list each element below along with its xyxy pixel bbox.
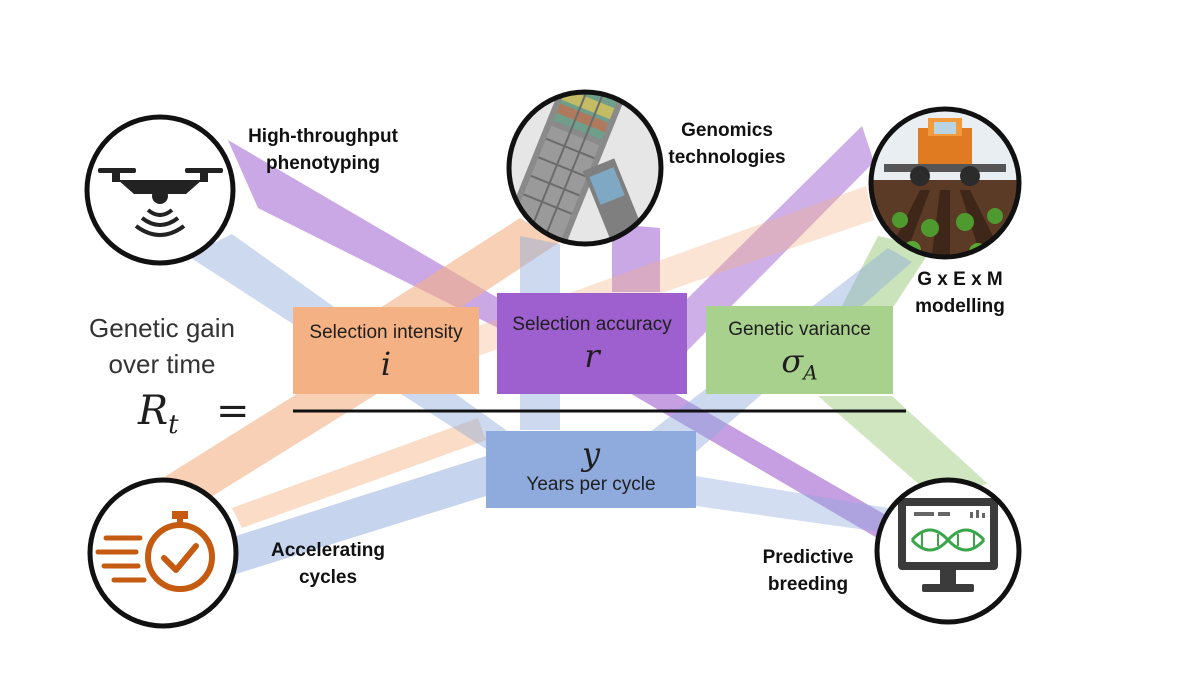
genetic-variance-sigma: σ bbox=[781, 342, 804, 380]
htp-label-line1: High-throughput bbox=[248, 126, 398, 147]
genomics-label: Genomics technologies bbox=[652, 117, 802, 171]
accelerating-label-line1: Accelerating bbox=[270, 540, 386, 561]
predictive-label: Predictive breeding bbox=[748, 544, 868, 598]
gxem-label-line1: G x E x M bbox=[917, 269, 1003, 290]
band-years-predictive bbox=[696, 476, 888, 532]
genomics-label-line2: technologies bbox=[668, 147, 786, 168]
selection-accuracy-label: Selection accuracy bbox=[512, 314, 672, 335]
selection-intensity-label: Selection intensity bbox=[309, 322, 463, 343]
band-accuracy-predictive bbox=[628, 392, 898, 542]
genetic-variance-subscript: A bbox=[803, 360, 818, 385]
drone-icon bbox=[84, 114, 236, 266]
predictive-label-line2: breeding bbox=[767, 574, 849, 595]
selection-accuracy-box: Selection accuracy r bbox=[497, 293, 687, 394]
years-per-cycle-label: Years per cycle bbox=[526, 474, 656, 495]
band-accel-years bbox=[236, 456, 486, 574]
genetic-variance-label: Genetic variance bbox=[728, 319, 871, 340]
band-gxem-variance bbox=[842, 236, 932, 306]
htp-label-line2: phenotyping bbox=[266, 153, 380, 174]
band-accuracy-gxem bbox=[686, 126, 874, 352]
selection-accuracy-symbol: r bbox=[584, 337, 600, 375]
gxem-label: G x E x M modelling bbox=[900, 266, 1020, 320]
selection-intensity-box: Selection intensity i bbox=[293, 307, 479, 394]
genetic-gain-line2: over time bbox=[108, 349, 216, 379]
genetic-gain-line1: Genetic gain bbox=[89, 313, 235, 343]
genetic-variance-box: Genetic variance σA bbox=[706, 306, 893, 394]
formula-equals: = bbox=[216, 388, 250, 434]
years-per-cycle-symbol: y bbox=[581, 435, 601, 473]
formula-lhs-subscript: t bbox=[168, 410, 179, 440]
accelerating-label: Accelerating cycles bbox=[258, 537, 398, 591]
formula-lhs: Rt bbox=[138, 388, 179, 440]
connection-bands bbox=[150, 126, 988, 574]
dna-chip-icon bbox=[506, 89, 664, 247]
gxem-label-line2: modelling bbox=[915, 296, 1005, 317]
selection-intensity-symbol: i bbox=[380, 345, 392, 383]
band-genomics-accuracy bbox=[612, 224, 660, 292]
band-accel-years-orange bbox=[232, 418, 486, 528]
accelerating-label-line2: cycles bbox=[298, 567, 358, 588]
band-variance-predictive bbox=[818, 396, 988, 494]
years-per-cycle-box: y Years per cycle bbox=[486, 431, 696, 508]
htp-label: High-throughput phenotyping bbox=[238, 123, 408, 177]
computer-dna-icon bbox=[874, 477, 1022, 625]
tractor-field-icon bbox=[868, 106, 1022, 260]
genomics-label-line1: Genomics bbox=[681, 120, 773, 141]
genetic-gain-label: Genetic gain over time bbox=[72, 310, 252, 382]
band-accel-intensity bbox=[150, 392, 380, 510]
band-intensity-genomics bbox=[380, 218, 560, 308]
predictive-label-line1: Predictive bbox=[762, 547, 854, 568]
formula-lhs-symbol: R bbox=[138, 388, 169, 434]
stopwatch-icon bbox=[87, 477, 239, 629]
genetic-variance-symbol: σA bbox=[706, 342, 893, 391]
